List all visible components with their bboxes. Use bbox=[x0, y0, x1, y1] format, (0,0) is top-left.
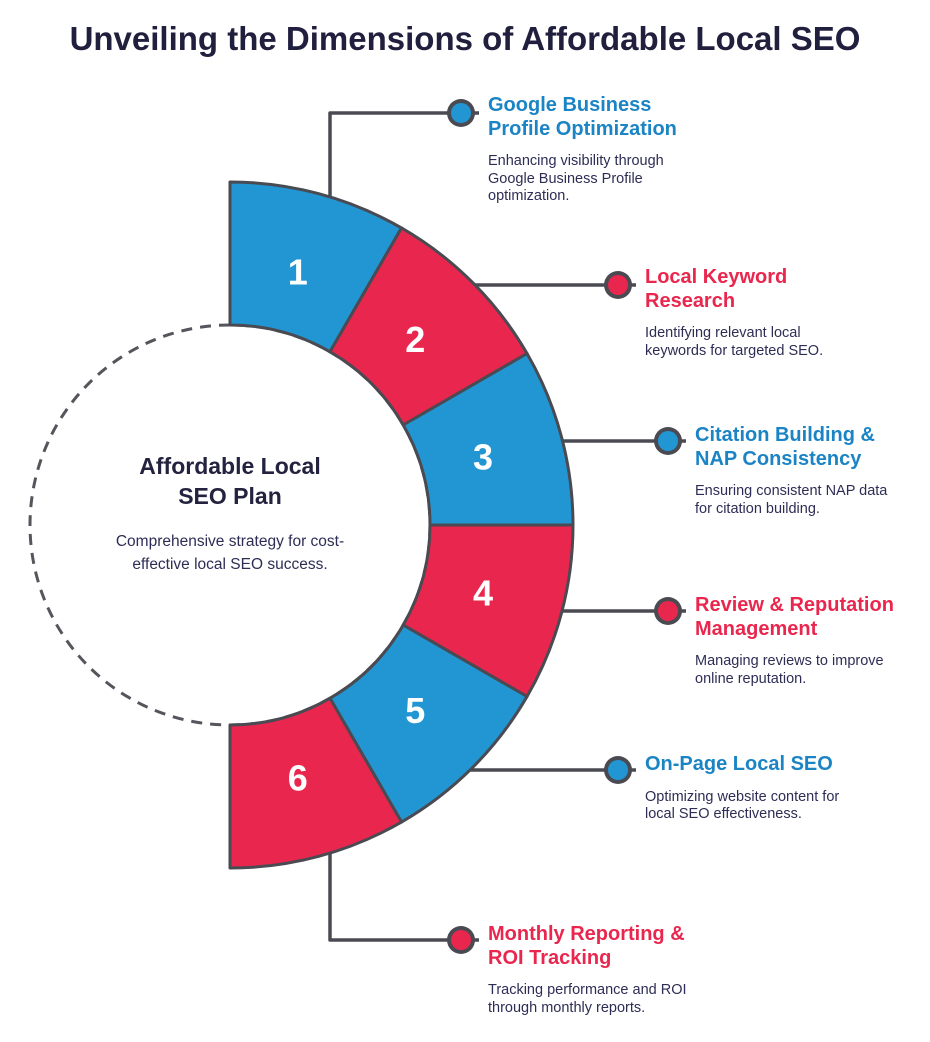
item-1-description: Enhancing visibility through Google Busi… bbox=[488, 153, 664, 204]
item-5-description: Optimizing website content for local SEO… bbox=[645, 788, 840, 822]
item-6-description: Tracking performance and ROI through mon… bbox=[488, 982, 687, 1016]
connector-dot-5 bbox=[608, 760, 628, 780]
connector-dot-4 bbox=[658, 601, 678, 621]
segment-number-5: 5 bbox=[405, 690, 425, 731]
label-item-5: On-Page Local SEO Optimizing website con… bbox=[645, 753, 880, 823]
segment-number-4: 4 bbox=[473, 572, 493, 613]
center-label: Affordable Local SEO Plan Comprehensive … bbox=[85, 452, 375, 576]
item-2-title: Local Keyword Research bbox=[645, 266, 788, 312]
infographic-title: Unveiling the Dimensions of Affordable L… bbox=[69, 20, 861, 57]
item-2-description: Identifying relevant local keywords for … bbox=[645, 325, 824, 359]
item-3-title: Citation Building & NAP Consistency bbox=[695, 424, 875, 470]
label-item-1: Google Business Profile Optimization Enh… bbox=[488, 94, 703, 205]
item-6-title: Monthly Reporting & ROI Tracking bbox=[488, 923, 685, 969]
segment-number-1: 1 bbox=[288, 251, 308, 292]
item-1-title: Google Business Profile Optimization bbox=[488, 94, 677, 140]
item-3-description: Ensuring consistent NAP data for citatio… bbox=[695, 483, 888, 517]
item-5-title: On-Page Local SEO bbox=[645, 753, 833, 775]
connector-dot-2 bbox=[608, 275, 628, 295]
segment-number-6: 6 bbox=[288, 758, 308, 799]
label-item-3: Citation Building & NAP Consistency Ensu… bbox=[695, 424, 910, 518]
item-4-description: Managing reviews to improve online reput… bbox=[695, 653, 884, 687]
segment-number-2: 2 bbox=[405, 319, 425, 360]
item-4-title: Review & Reputation Management bbox=[695, 594, 894, 640]
connector-dot-6 bbox=[451, 930, 471, 950]
connector-line-1 bbox=[328, 111, 479, 200]
connector-dot-1 bbox=[451, 103, 471, 123]
center-heading: Affordable Local SEO Plan bbox=[139, 453, 321, 509]
label-item-4: Review & Reputation Management Managing … bbox=[695, 594, 910, 688]
center-description: Comprehensive strategy for cost-effectiv… bbox=[115, 532, 345, 574]
label-item-6: Monthly Reporting & ROI Tracking Trackin… bbox=[488, 923, 703, 1017]
connector-dot-3 bbox=[658, 431, 678, 451]
connector-line-6 bbox=[328, 850, 479, 942]
segment-number-3: 3 bbox=[473, 437, 493, 478]
label-item-2: Local Keyword Research Identifying relev… bbox=[645, 266, 845, 360]
ring-segment-6 bbox=[228, 696, 403, 870]
